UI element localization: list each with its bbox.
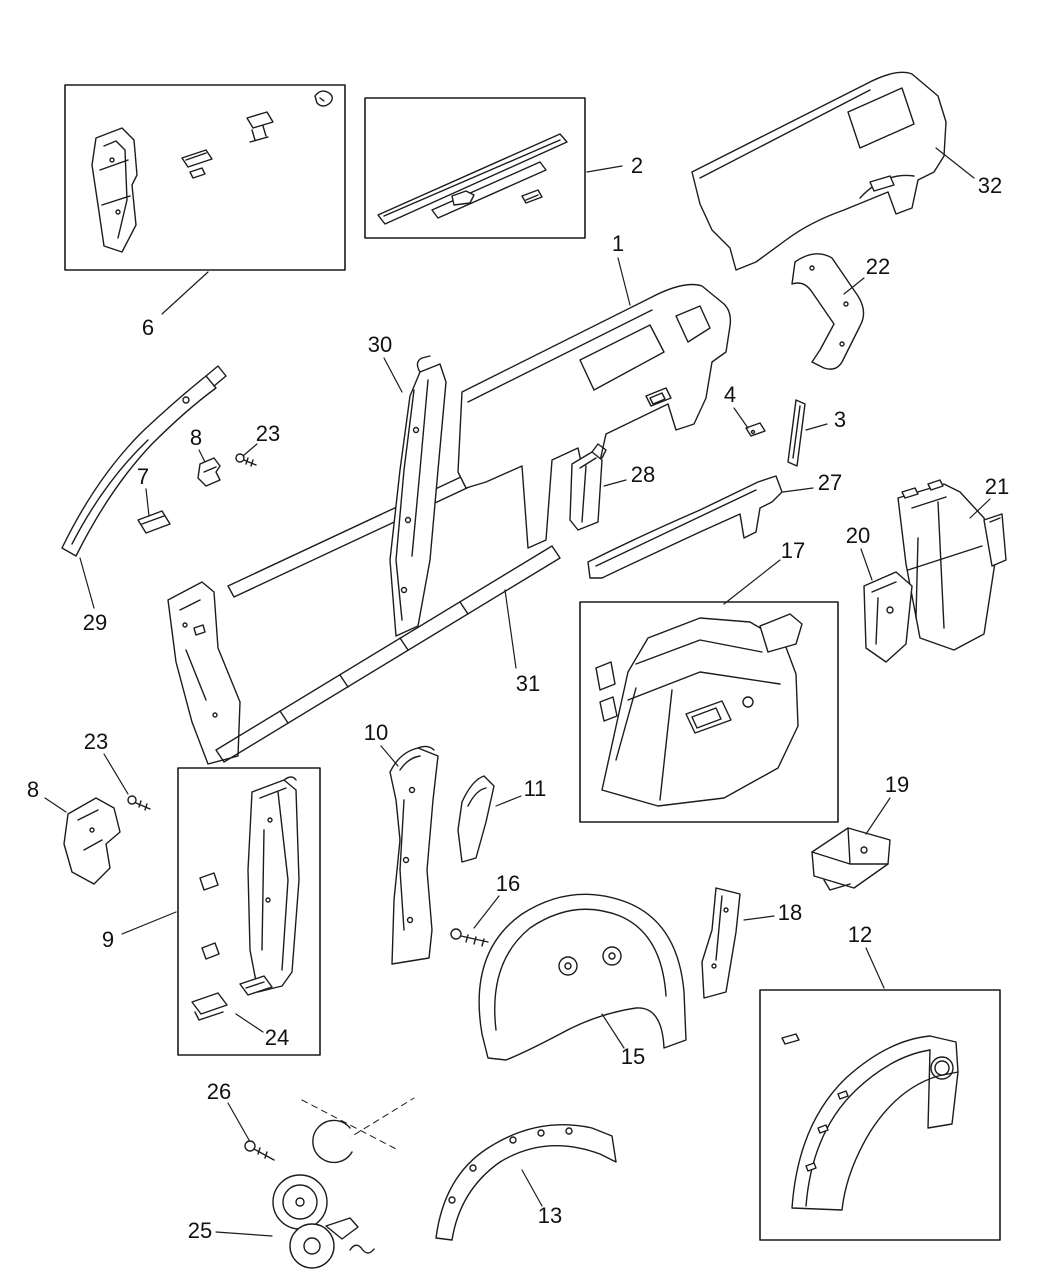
part-29-apillar-windshield-rail [61,365,227,557]
part-32-quarter-aperture-panel [691,71,947,271]
leader-line-25 [215,1231,273,1237]
part-7-bracket [137,510,171,534]
leader-line-22 [843,277,865,295]
part-30-b-pillar-outer [389,355,447,637]
leader-line-8 [198,449,206,463]
leader-line-27 [782,487,814,493]
part-3-strip [787,399,806,467]
leader-line-32 [935,147,975,179]
group-box-6 [64,84,346,271]
part-1-body-side-aperture-panel [457,283,732,549]
leader-line-7 [145,488,150,517]
leader-line-8 [44,797,67,813]
group-boxes [64,84,1001,1241]
leader-line-18 [743,915,775,921]
leader-line-23 [242,443,258,457]
part-26-screw [244,1140,275,1161]
group-box-2 [364,97,586,239]
leader-line-6 [161,271,209,315]
group-box-9 [177,767,321,1056]
leader-line-28 [603,479,627,487]
part-22-pillar-brace [791,253,865,370]
part-17-quarter-inner-panel [595,613,803,807]
group-box-17 [579,601,839,823]
leader-lines [44,147,991,1237]
part-9-c-pillar-group [191,776,300,1021]
leader-line-31 [504,589,517,669]
leader-line-3 [805,423,828,431]
leader-line-21 [969,498,991,519]
part-24-bracket-b [239,975,273,996]
part-20-bracket [863,571,913,663]
leader-line-30 [383,357,403,393]
part-8-bracket-lower [63,797,121,885]
part-4-clip [745,422,766,437]
part-21-rear-pillar-panel [897,479,1007,651]
part-6-apillar-reinforcement [91,90,333,253]
leader-line-23 [103,753,129,795]
part-10-b-pillar-inner [389,745,439,965]
part-13-wheel-arch-strip [435,1124,617,1241]
part-8-bracket-upper [197,457,221,487]
leader-line-15 [601,1013,625,1049]
leader-line-26 [227,1102,250,1141]
part-23-screw-upper [235,453,257,467]
part-27-quarter-upper-strip [587,475,783,579]
leader-line-9 [121,911,177,935]
leader-line-12 [865,947,885,989]
leader-line-4 [733,407,749,429]
group-box-12 [759,989,1001,1241]
leader-line-24 [235,1013,264,1033]
leader-line-17 [723,559,781,605]
part-23-screw-lower [127,795,151,811]
part-18-support-bracket [701,887,741,999]
part-31-rocker-sill-assembly [167,439,561,765]
leader-line-19 [865,797,891,835]
leader-line-11 [495,795,522,807]
part-16-screw [450,928,489,947]
part-25-fuel-filler-door [272,1097,415,1269]
leader-line-2 [586,165,623,173]
part-24-bracket-a [191,992,228,1015]
part-15-wheelhouse-outer [478,893,687,1061]
leader-line-10 [380,745,399,767]
leader-line-20 [860,548,873,581]
leader-line-1 [617,257,631,306]
part-28-pillar-bracket [569,443,607,531]
leader-line-29 [79,557,95,609]
part-19-box-bracket [811,827,891,891]
leader-line-13 [521,1169,543,1207]
part-11-bracket [457,775,495,863]
part-12-quarter-inner-wheelhouse [781,1033,959,1211]
part-2-roof-rail-strips [377,133,568,225]
leader-line-16 [473,895,500,929]
